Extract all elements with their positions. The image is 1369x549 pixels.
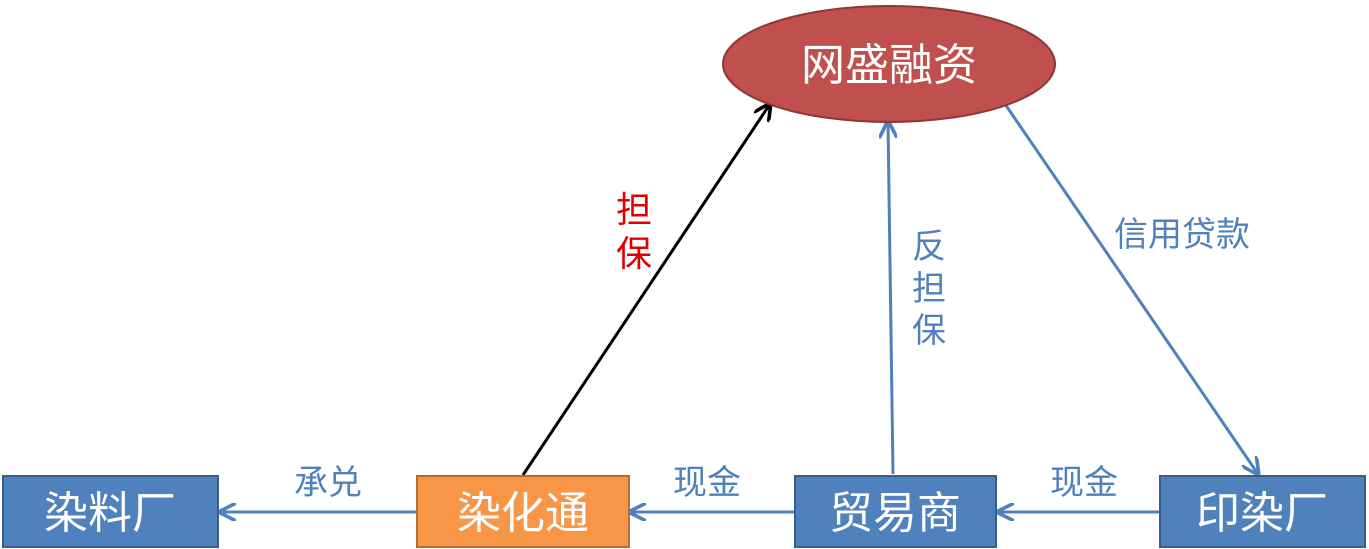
node-ranliaochang-label: 染料厂 (44, 488, 176, 539)
node-ranhuatong-box (416, 475, 630, 548)
arrow-wangsheng-to-yinranchang (1003, 103, 1258, 474)
edge-label-acceptance: 承兑 (294, 463, 362, 503)
node-yinranchang-label: 印染厂 (1196, 488, 1328, 539)
node-wangsheng-label: 网盛融资 (801, 40, 977, 91)
edge-label-credit-loan: 信用贷款 (1114, 215, 1250, 255)
edge-label-cash-1: 现金 (673, 463, 741, 503)
edge-label-counter-guarantee-2: 担 (912, 269, 946, 309)
node-yinranchang-box (1159, 475, 1366, 548)
node-maoyishang-box (794, 475, 997, 548)
edge-label-cash-2: 现金 (1050, 463, 1118, 503)
node-ranliaochang-box (2, 475, 219, 548)
edge-label-counter-guarantee-3: 保 (912, 311, 946, 351)
arrow-ranhuatong-to-wangsheng (521, 104, 770, 476)
edge-label-guarantee-2: 保 (616, 234, 652, 275)
node-ranhuatong-label: 染化通 (457, 488, 589, 539)
arrow-maoyishang-to-wangsheng (888, 122, 893, 475)
node-maoyishang-label: 贸易商 (829, 488, 961, 539)
edge-label-guarantee-1: 担 (616, 190, 652, 231)
edge-label-counter-guarantee-1: 反 (912, 227, 946, 267)
node-wangsheng-ellipse (722, 5, 1056, 123)
